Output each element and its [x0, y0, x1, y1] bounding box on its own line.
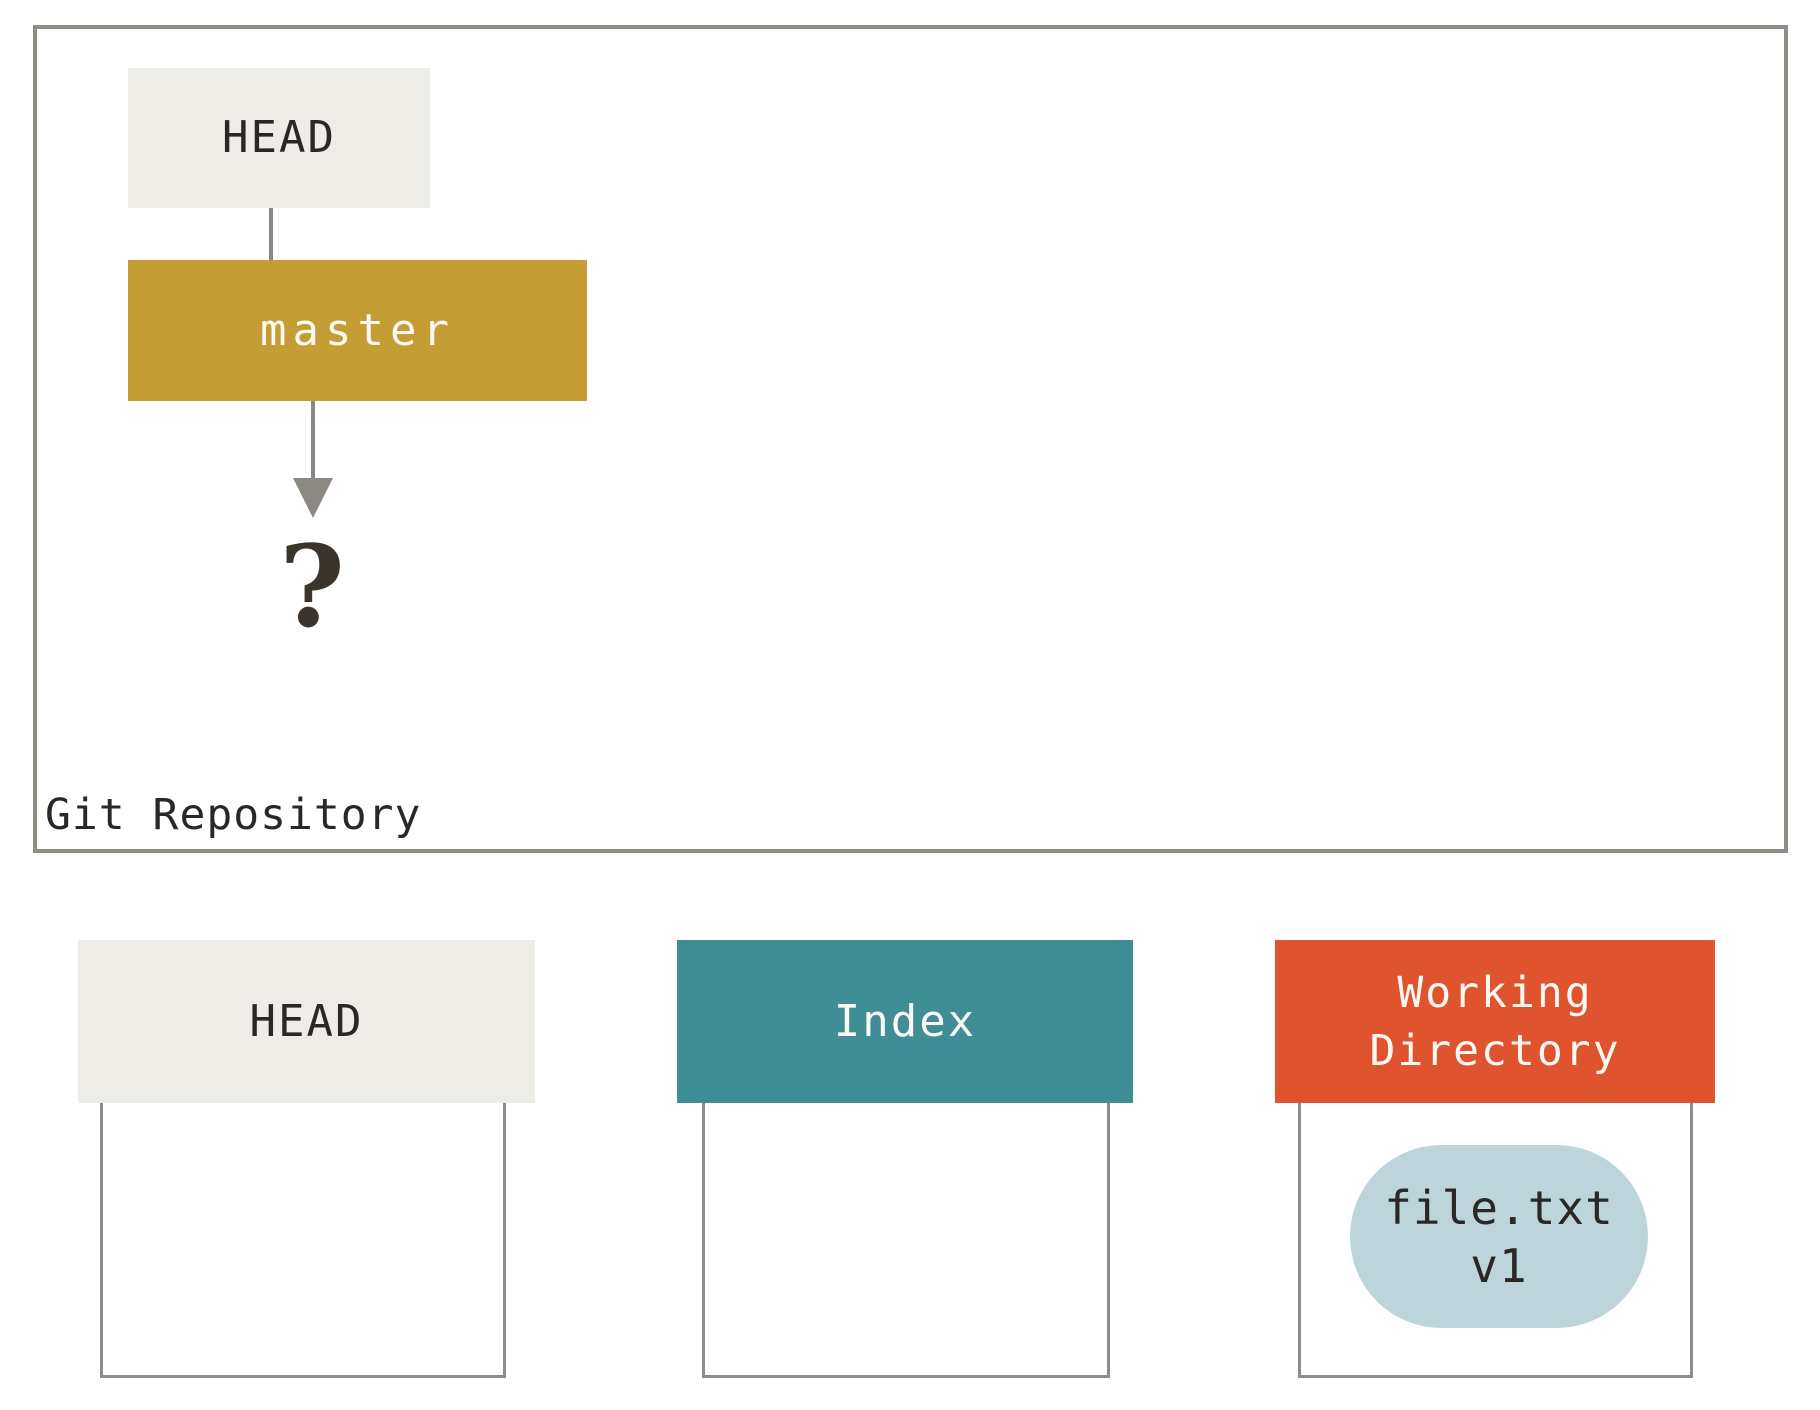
working-directory-area-header: Working Directory — [1275, 940, 1715, 1103]
head-area-title: HEAD — [249, 996, 364, 1047]
unknown-commit-placeholder: ? — [279, 522, 345, 653]
git-repository-label: Git Repository — [45, 790, 422, 840]
head-area-header: HEAD — [78, 940, 535, 1103]
file-pill: file.txt v1 — [1350, 1145, 1648, 1328]
master-to-commit-arrow-line — [311, 401, 315, 480]
working-directory-title-line2: Directory — [1369, 1025, 1621, 1076]
head-area-body — [100, 1090, 506, 1378]
index-area-header: Index — [677, 940, 1133, 1103]
master-branch-box: master — [128, 260, 587, 401]
file-pill-version: v1 — [1470, 1238, 1528, 1293]
head-to-master-connector — [269, 208, 273, 260]
index-area-title: Index — [833, 996, 977, 1047]
head-ref-box: HEAD — [128, 68, 430, 208]
master-to-commit-arrowhead-icon — [293, 478, 333, 518]
file-pill-name: file.txt — [1384, 1180, 1614, 1235]
index-area-body — [702, 1090, 1110, 1378]
working-directory-title-line1: Working — [1397, 967, 1593, 1018]
